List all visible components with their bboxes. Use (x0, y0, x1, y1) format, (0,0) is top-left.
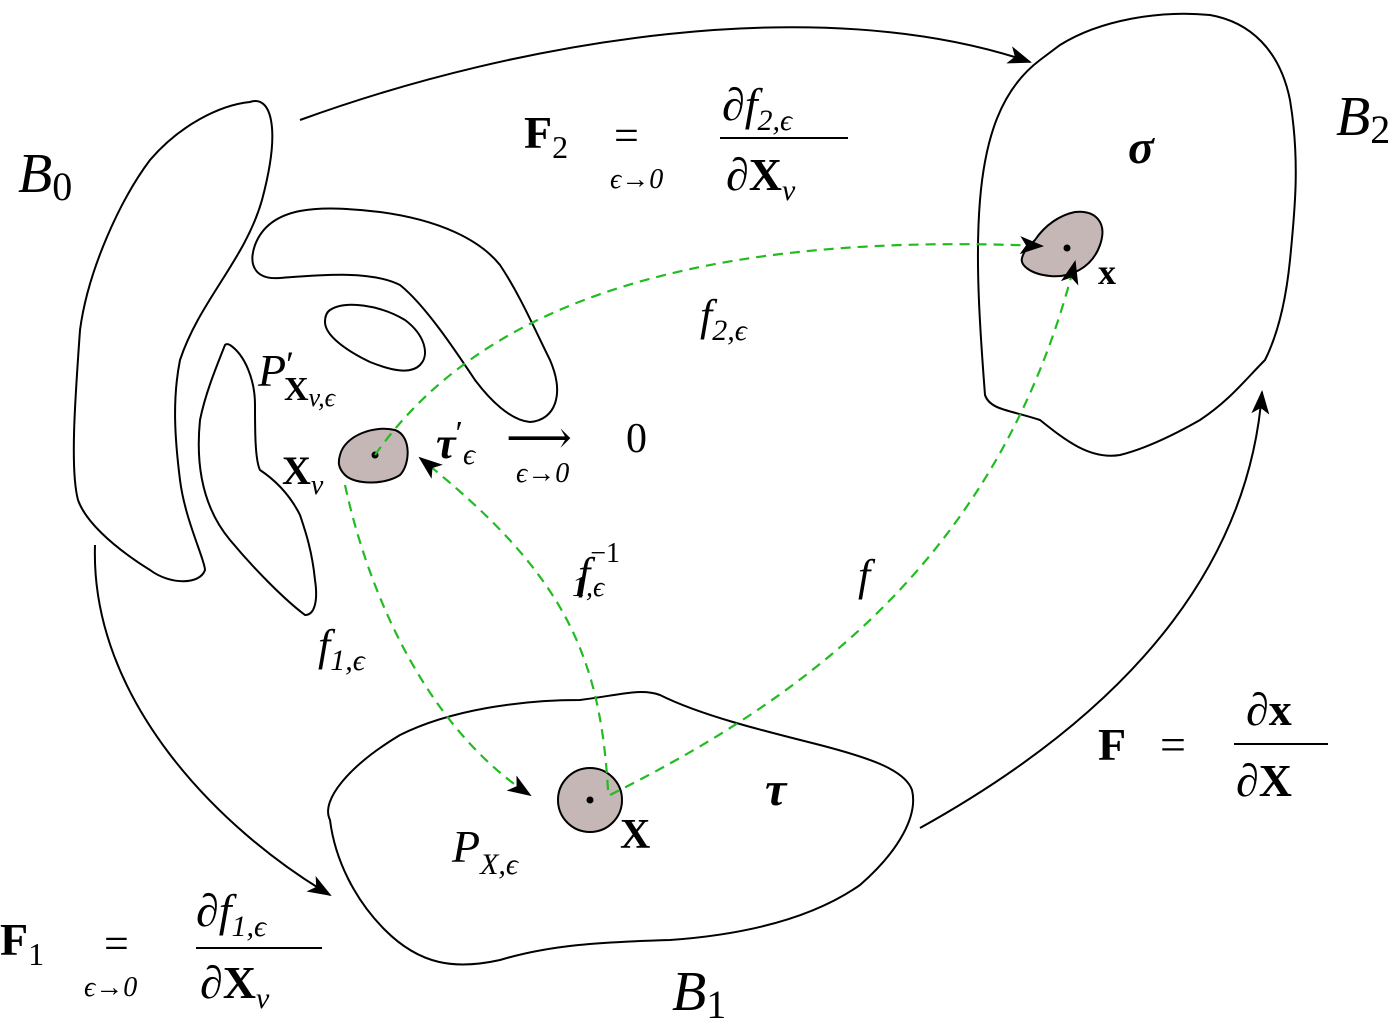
label-tau-limit-arrow: ⟶ (506, 412, 572, 463)
label-patch-main: PX,ϵ (451, 821, 520, 881)
body-b0-inner-lobe (251, 207, 559, 424)
eq-F2-num: ∂f2,ϵ (722, 79, 794, 137)
label-sigma: σ (1128, 121, 1155, 174)
eq-F2-limit: ϵ→0 (610, 164, 663, 195)
patch-x-current (1020, 210, 1104, 278)
arrow-b1-to-b2 (919, 390, 1270, 829)
body-b0-hole (323, 303, 426, 372)
equation-F1: F1 = ϵ→0 ∂f1,ϵ ∂Xv (0, 885, 322, 1015)
body-b0-outline (72, 100, 274, 583)
map-f-dashed (609, 260, 1079, 796)
map-f1-dashed (343, 484, 532, 797)
eq-F1-den: ∂Xv (200, 957, 270, 1015)
label-point-Xv: Xv (282, 448, 324, 501)
eq-F2-eq: = (614, 111, 639, 160)
map-f2-dashed (374, 236, 1044, 456)
label-tau-limit-zero: 0 (626, 416, 647, 462)
eq-F1-num: ∂f1,ϵ (196, 885, 268, 943)
equation-F: F = ∂x ∂X (1098, 684, 1328, 806)
label-tau: τ (765, 763, 788, 816)
label-point-X: X (620, 812, 650, 858)
point-X-dot (586, 796, 594, 804)
label-point-x: x (1098, 252, 1116, 292)
label-map-f1: f1,ϵ (318, 621, 367, 677)
eq-F2-lhs: F2 (524, 107, 568, 165)
label-b2: B2 (1336, 86, 1390, 152)
label-b1: B1 (672, 961, 726, 1025)
eq-F1-lhs: F1 (0, 914, 44, 972)
eq-F-eq: = (1160, 719, 1186, 770)
eq-F1-limit: ϵ→0 (84, 972, 137, 1003)
point-x-dot (1063, 244, 1071, 252)
eq-F2-den: ∂Xv (726, 149, 796, 207)
eq-F1-eq: = (104, 919, 129, 968)
label-map-f2: f2,ϵ (700, 291, 749, 347)
label-map-f: f (858, 551, 876, 600)
arrow-b0-to-b2 (299, 26, 1032, 121)
body-b2-outline (976, 12, 1297, 457)
eq-F-lhs: F (1098, 719, 1126, 770)
label-patch-prime: P′Xv,ϵ (257, 344, 337, 412)
body-b1-outline (327, 691, 915, 966)
body-b0-left-tongue (197, 343, 318, 617)
eq-F-num: ∂x (1246, 684, 1292, 735)
eq-F-den: ∂X (1236, 755, 1292, 806)
arrow-b0-to-b1 (93, 544, 332, 897)
label-b0: B0 (18, 143, 72, 209)
label-tau-prime: τ′ϵ (436, 415, 477, 471)
equation-F2: F2 = ϵ→0 ∂f2,ϵ ∂Xv (524, 79, 848, 207)
label-tau-limit-eps: ϵ→0 (516, 458, 569, 489)
map-f1inv-dashed (418, 456, 610, 791)
